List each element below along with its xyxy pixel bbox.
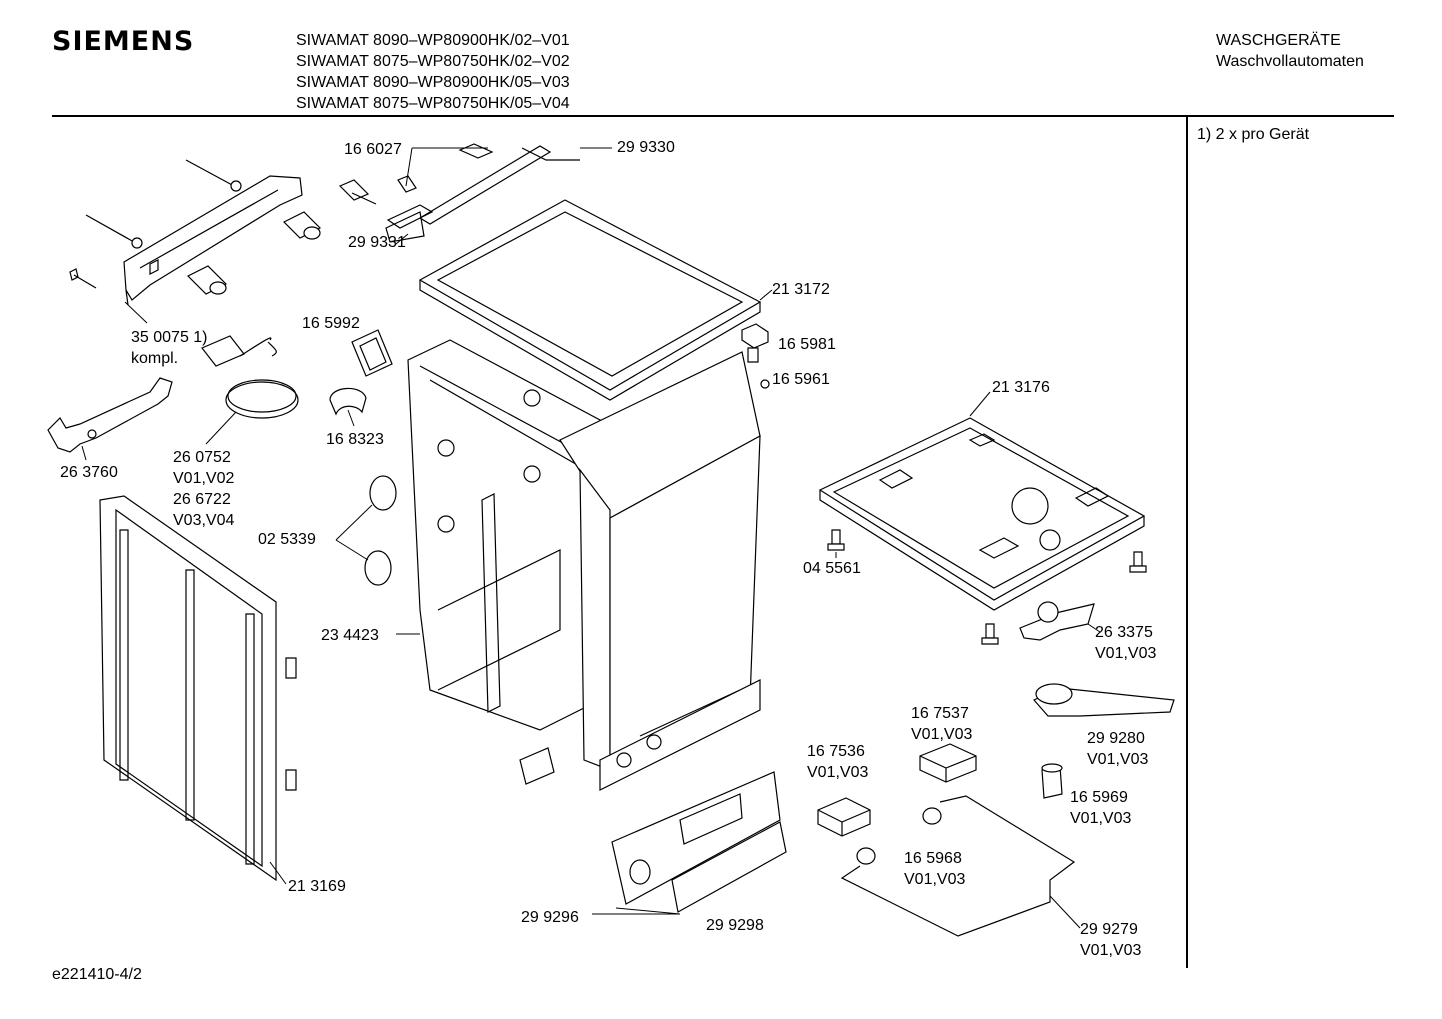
label-213172: 21 3172 (772, 281, 830, 298)
label-260752: 26 0752 (173, 449, 231, 466)
model-line: SIWAMAT 8075–WP80750HK/02–V02 (296, 53, 570, 70)
label-234423: 23 4423 (321, 627, 379, 644)
siemens-logo: SIEMENS (52, 26, 195, 57)
category-heading: WASCHGERÄTE Waschvollautomaten (1216, 30, 1364, 72)
clip-part (351, 329, 393, 377)
label-165961: 16 5961 (772, 371, 830, 388)
leader-lines (81, 147, 1101, 929)
cabinet-frame-part (407, 339, 761, 791)
label-263375: 26 3375 (1095, 624, 1153, 641)
category-line: WASCHGERÄTE (1216, 32, 1341, 49)
label-266722: 26 6722 (173, 491, 231, 508)
label-299331: 29 9331 (348, 234, 406, 251)
pump-bracket-part (1019, 601, 1095, 641)
label-167536: 16 7536 (807, 743, 865, 760)
model-line: SIWAMAT 8075–WP80750HK/05–V04 (296, 95, 570, 112)
label-165969-variant: V01,V03 (1070, 810, 1131, 827)
knob-part (856, 807, 942, 865)
label-299280-variant: V01,V03 (1087, 751, 1148, 768)
label-165981: 16 5981 (778, 336, 836, 353)
label-299296: 29 9296 (521, 909, 579, 926)
label-v01v02: V01,V02 (173, 470, 234, 487)
base-plate-part (818, 417, 1146, 611)
wire-frame-part (840, 795, 1076, 937)
document-id: e221410-4/2 (52, 966, 142, 983)
control-panel-part (611, 771, 787, 913)
model-line: SIWAMAT 8090–WP80900HK/05–V03 (296, 74, 570, 91)
valve-part (1041, 763, 1063, 799)
label-v03v04: V03,V04 (173, 512, 234, 529)
label-167536-variant: V01,V03 (807, 764, 868, 781)
model-list: SIWAMAT 8090–WP80900HK/02–V01 SIWAMAT 80… (296, 30, 570, 114)
transport-bracket-part (69, 159, 303, 306)
side-panel-part (99, 495, 297, 882)
power-cord-part (201, 335, 299, 419)
label-299298: 29 9298 (706, 917, 764, 934)
manifold-part (1033, 683, 1175, 717)
label-165968: 16 5968 (904, 850, 962, 867)
bolt-part (827, 529, 1147, 645)
label-168323: 16 8323 (326, 431, 384, 448)
label-165969: 16 5969 (1070, 789, 1128, 806)
header-divider (52, 115, 1394, 117)
label-263375-variant: V01,V03 (1095, 645, 1156, 662)
label-166027: 16 6027 (344, 141, 402, 158)
footnote: 1) 2 x pro Gerät (1197, 126, 1310, 143)
worktop-lid-part (418, 199, 762, 401)
label-350075: 35 0075 1) (131, 329, 208, 346)
switch-part-small (817, 797, 871, 837)
holder-part (329, 387, 367, 416)
label-213176: 21 3176 (992, 379, 1050, 396)
model-line: SIWAMAT 8090–WP80900HK/02–V01 (296, 32, 570, 49)
seal-rings-part (364, 475, 397, 586)
label-167537-variant: V01,V03 (911, 726, 972, 743)
label-165992: 16 5992 (302, 315, 360, 332)
label-299279: 29 9279 (1080, 921, 1138, 938)
wrench-part (47, 377, 173, 453)
label-kompl: kompl. (131, 350, 178, 367)
notes-column-divider (1186, 117, 1188, 968)
label-045561: 04 5561 (803, 560, 861, 577)
part-labels: 16 6027 29 9330 29 9331 21 3172 16 5992 … (60, 139, 1156, 959)
label-299280: 29 9280 (1087, 730, 1145, 747)
screw-part (338, 179, 377, 205)
label-263760: 26 3760 (60, 464, 118, 481)
label-025339: 02 5339 (258, 531, 316, 548)
switch-part (919, 743, 977, 783)
label-213169: 21 3169 (288, 878, 346, 895)
label-165968-variant: V01,V03 (904, 871, 965, 888)
category-subline: Waschvollautomaten (1216, 53, 1364, 70)
foot-part (741, 323, 770, 389)
label-299330: 29 9330 (617, 139, 675, 156)
spacer-part (186, 211, 322, 295)
label-167537: 16 7537 (911, 705, 969, 722)
label-299279-variant: V01,V03 (1080, 942, 1141, 959)
